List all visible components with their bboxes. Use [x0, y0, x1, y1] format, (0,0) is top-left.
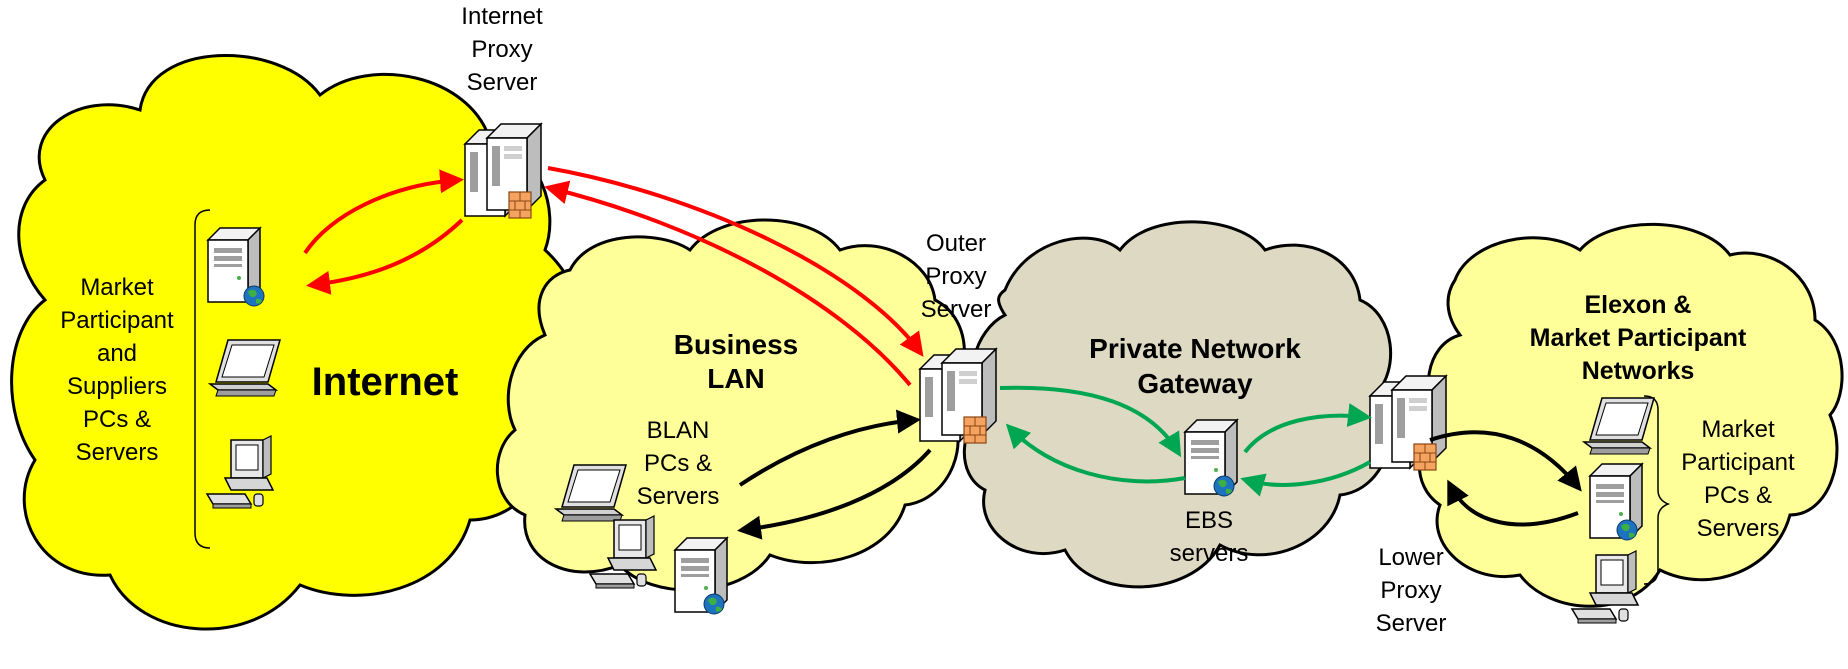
mp-globe-icon	[1616, 519, 1638, 541]
outer-proxy-label-line3: Server	[921, 296, 992, 323]
business-lan-title-line1: Business	[674, 329, 799, 360]
outer-proxy-label-line2: Proxy	[925, 263, 986, 290]
business-lan-title-line2: LAN	[707, 363, 765, 394]
red-arrow-proxy-to-internet	[306, 218, 464, 295]
red-arrow-proxy-to-outer	[547, 166, 924, 357]
internet-group-brace	[194, 209, 211, 549]
internet-proxy-server-icon	[464, 123, 542, 219]
mp-group-label-line3: PCs &	[1704, 482, 1772, 509]
lower-proxy-label-line1: Lower	[1378, 544, 1443, 571]
black-arrow-outer-to-blan	[737, 448, 932, 540]
mp-group-label-line4: Servers	[1697, 515, 1780, 542]
internet-group-label-line5: PCs &	[83, 406, 151, 433]
ebs-globe-icon	[1213, 475, 1235, 497]
mp-group-brace	[1643, 395, 1671, 585]
outer-proxy-server-icon	[919, 348, 997, 444]
internet-group-label-line1: Market	[80, 274, 154, 301]
black-arrow-mp-to-lower	[1447, 479, 1579, 527]
elexon-title-line2: Market Participant	[1530, 324, 1747, 352]
red-arrow-internet-to-proxy	[303, 169, 464, 255]
private-network-gateway-cloud	[962, 220, 1393, 589]
internet-group-label-line2: Participant	[60, 307, 174, 334]
mp-group-label: Market Participant PCs & Servers	[1681, 416, 1795, 542]
internet-proxy-label-line2: Proxy	[471, 36, 532, 63]
private-network-title-line1: Private Network	[1089, 333, 1301, 364]
elexon-title-line3: Networks	[1582, 357, 1695, 385]
green-arrow-ebs-to-outer	[1005, 423, 1186, 484]
internet-cloud-title: Internet	[312, 360, 459, 404]
red-arrow-outer-to-proxy	[544, 180, 912, 387]
blan-group-label-line2: PCs &	[644, 450, 712, 477]
outer-proxy-label-line1: Outer	[926, 230, 986, 257]
internet-group-label-line3: and	[97, 340, 137, 367]
business-lan-cloud	[495, 218, 966, 592]
private-network-title-line2: Gateway	[1137, 368, 1253, 399]
elexon-title-line1: Elexon &	[1585, 291, 1692, 319]
mp-group-label-line1: Market	[1701, 416, 1775, 443]
lower-proxy-label: Lower Proxy Server	[1376, 544, 1447, 637]
blan-group-label-line3: Servers	[637, 483, 720, 510]
green-arrow-outer-to-ebs	[999, 385, 1182, 458]
lower-proxy-server-icon	[1369, 375, 1447, 471]
green-arrow-lower-to-ebs	[1240, 460, 1371, 497]
black-arrow-blan-to-outer	[738, 409, 921, 487]
black-arrow-lower-to-mp	[1429, 430, 1582, 492]
ebs-label-line2: servers	[1170, 540, 1249, 567]
lower-proxy-label-line3: Server	[1376, 610, 1447, 637]
internet-proxy-label: Internet Proxy Server	[461, 3, 543, 96]
internet-group-label-line4: Suppliers	[67, 373, 167, 400]
ebs-label-line1: EBS	[1185, 507, 1233, 534]
green-arrow-ebs-to-lower	[1243, 403, 1372, 454]
lower-proxy-label-line2: Proxy	[1380, 577, 1441, 604]
ebs-label: EBS servers	[1170, 507, 1249, 567]
internet-group-label: Market Participant and Suppliers PCs & S…	[60, 274, 174, 466]
internet-globe-icon	[243, 285, 265, 307]
outer-proxy-label: Outer Proxy Server	[921, 230, 992, 323]
blan-group-label: BLAN PCs & Servers	[637, 417, 720, 510]
blan-group-label-line1: BLAN	[647, 417, 710, 444]
blan-globe-icon	[703, 593, 725, 615]
internet-proxy-label-line1: Internet	[461, 3, 543, 30]
internet-proxy-label-line3: Server	[467, 69, 538, 96]
mp-group-label-line2: Participant	[1681, 449, 1795, 476]
internet-group-label-line6: Servers	[76, 439, 159, 466]
